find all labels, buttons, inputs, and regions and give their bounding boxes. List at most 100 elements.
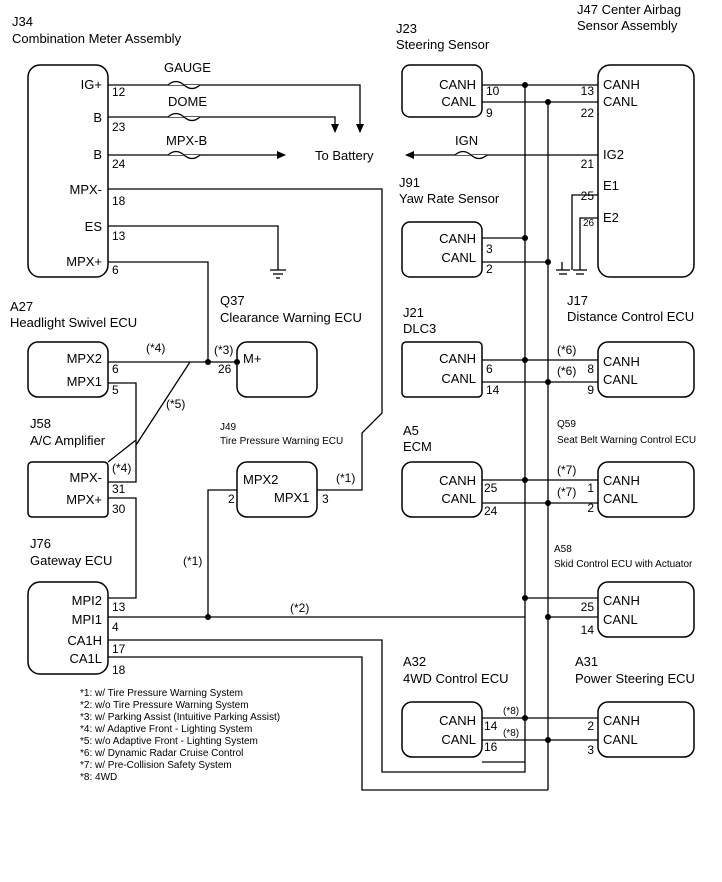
pin-number: 25 xyxy=(484,481,498,495)
j47-pin-name: CANH xyxy=(603,77,640,92)
fuse-ign-label: IGN xyxy=(455,133,478,148)
footnote: *8: 4WD xyxy=(80,772,117,783)
pin-number: 3 xyxy=(322,492,329,506)
pin-number: 12 xyxy=(112,85,126,99)
wire-dome xyxy=(108,116,339,133)
wire-j58-mpxplus xyxy=(108,497,137,599)
a27-pin-name: MPX1 xyxy=(67,374,102,389)
j76-pin-name: CA1H xyxy=(67,633,102,648)
pin-number: 17 xyxy=(112,642,126,656)
j58-box xyxy=(27,461,109,518)
a5-pin-name: CANL xyxy=(441,491,476,506)
j58-name: A/C Amplifier xyxy=(30,433,106,448)
pin-number: 13 xyxy=(581,84,595,98)
pin-number: 16 xyxy=(484,740,498,754)
pin-number: 24 xyxy=(112,157,126,171)
fuse-gauge-label: GAUGE xyxy=(164,60,211,75)
a32-name: 4WD Control ECU xyxy=(403,671,508,686)
pin-number: 2 xyxy=(228,492,235,506)
option-tag: (*8) xyxy=(503,706,519,717)
j23-box xyxy=(401,64,483,118)
j91-code: J91 xyxy=(399,175,420,190)
footnote: *5: w/o Adaptive Front - Lighting System xyxy=(80,736,258,747)
pin-number: 25 xyxy=(581,600,595,614)
pin-number: 2 xyxy=(587,719,594,733)
j76-pin-name: CA1L xyxy=(69,651,102,666)
a58-box xyxy=(597,581,695,638)
wire-mpx-plus xyxy=(108,261,209,362)
q37-pin-name: M+ xyxy=(243,351,261,366)
pin-number: 18 xyxy=(112,194,126,208)
j34-box xyxy=(27,64,109,278)
j47-pin-name: E2 xyxy=(603,210,619,225)
a31-box xyxy=(597,701,695,758)
pin-number: 13 xyxy=(112,600,126,614)
pin-number: 23 xyxy=(112,120,126,134)
wire-j58-mpxminus xyxy=(108,445,137,483)
pin-number: 31 xyxy=(112,482,126,496)
j47-pin-name: IG2 xyxy=(603,147,624,162)
wire-ca1h xyxy=(108,639,526,773)
j91-name: Yaw Rate Sensor xyxy=(399,191,500,206)
option-tag: (*6) xyxy=(557,364,576,378)
j49-name: Tire Pressure Warning ECU xyxy=(220,436,343,447)
j58-pin-name: MPX- xyxy=(70,470,103,485)
pin-number: 8 xyxy=(587,362,594,376)
pin-number: 24 xyxy=(484,504,498,518)
pin-number: 6 xyxy=(112,362,119,376)
pin-number: 30 xyxy=(112,502,126,516)
a31-code: A31 xyxy=(575,654,598,669)
pin-number: 3 xyxy=(486,242,493,256)
j76-name: Gateway ECU xyxy=(30,553,112,568)
j49-pin-name: MPX2 xyxy=(243,472,278,487)
j76-box xyxy=(27,581,109,675)
pin-number: 13 xyxy=(112,229,126,243)
a5-code: A5 xyxy=(403,423,419,438)
q59-box xyxy=(597,461,695,518)
fuse-dome-label: DOME xyxy=(168,94,207,109)
option-tag: (*4) xyxy=(146,341,165,355)
fuse-mpxb-label: MPX-B xyxy=(166,133,207,148)
option-tag: (*8) xyxy=(503,728,519,739)
pin-number: 21 xyxy=(581,157,595,171)
j76-pin-name: MPI2 xyxy=(72,593,102,608)
pin-number: 6 xyxy=(486,362,493,376)
j34-pin-name: B xyxy=(93,110,102,125)
q37-box xyxy=(236,341,318,398)
q37-name: Clearance Warning ECU xyxy=(220,310,362,325)
pin-number: 2 xyxy=(587,501,594,515)
q59-pin-name: CANH xyxy=(603,473,640,488)
option-tag: (*2) xyxy=(290,601,309,615)
j17-pin-name: CANL xyxy=(603,372,638,387)
a58-code: A58 xyxy=(554,544,572,555)
j47-code: J47 Center Airbag xyxy=(577,2,681,17)
pin-number: 9 xyxy=(587,383,594,397)
a32-pin-name: CANH xyxy=(439,713,476,728)
a31-pin-name: CANL xyxy=(603,732,638,747)
footnote: *6: w/ Dynamic Radar Cruise Control xyxy=(80,748,243,759)
fuse-ign-icon xyxy=(454,150,488,160)
j17-code: J17 xyxy=(567,293,588,308)
a32-box xyxy=(401,701,483,758)
j49-pin-name: MPX1 xyxy=(274,490,309,505)
j49-code: J49 xyxy=(220,422,237,433)
j34-pin-name: MPX+ xyxy=(66,254,102,269)
fuse-mpxb-icon xyxy=(167,150,201,160)
pin-number: 1 xyxy=(587,481,594,495)
a5-box xyxy=(401,461,483,518)
j17-box xyxy=(597,341,695,398)
pin-number: 14 xyxy=(581,623,595,637)
j58-code: J58 xyxy=(30,416,51,431)
a58-pin-name: CANH xyxy=(603,593,640,608)
a58-pin-name: CANL xyxy=(603,612,638,627)
j47-pin-name: CANL xyxy=(603,94,638,109)
pin-number: 25 xyxy=(581,189,595,203)
j21-box xyxy=(401,341,483,398)
j76-pin-name: MPI1 xyxy=(72,612,102,627)
a31-name: Power Steering ECU xyxy=(575,671,695,686)
footnote: *4: w/ Adaptive Front - Lighting System xyxy=(80,724,252,735)
j76-code: J76 xyxy=(30,536,51,551)
option-tag: (*1) xyxy=(336,471,355,485)
wire-gauge xyxy=(108,84,364,133)
